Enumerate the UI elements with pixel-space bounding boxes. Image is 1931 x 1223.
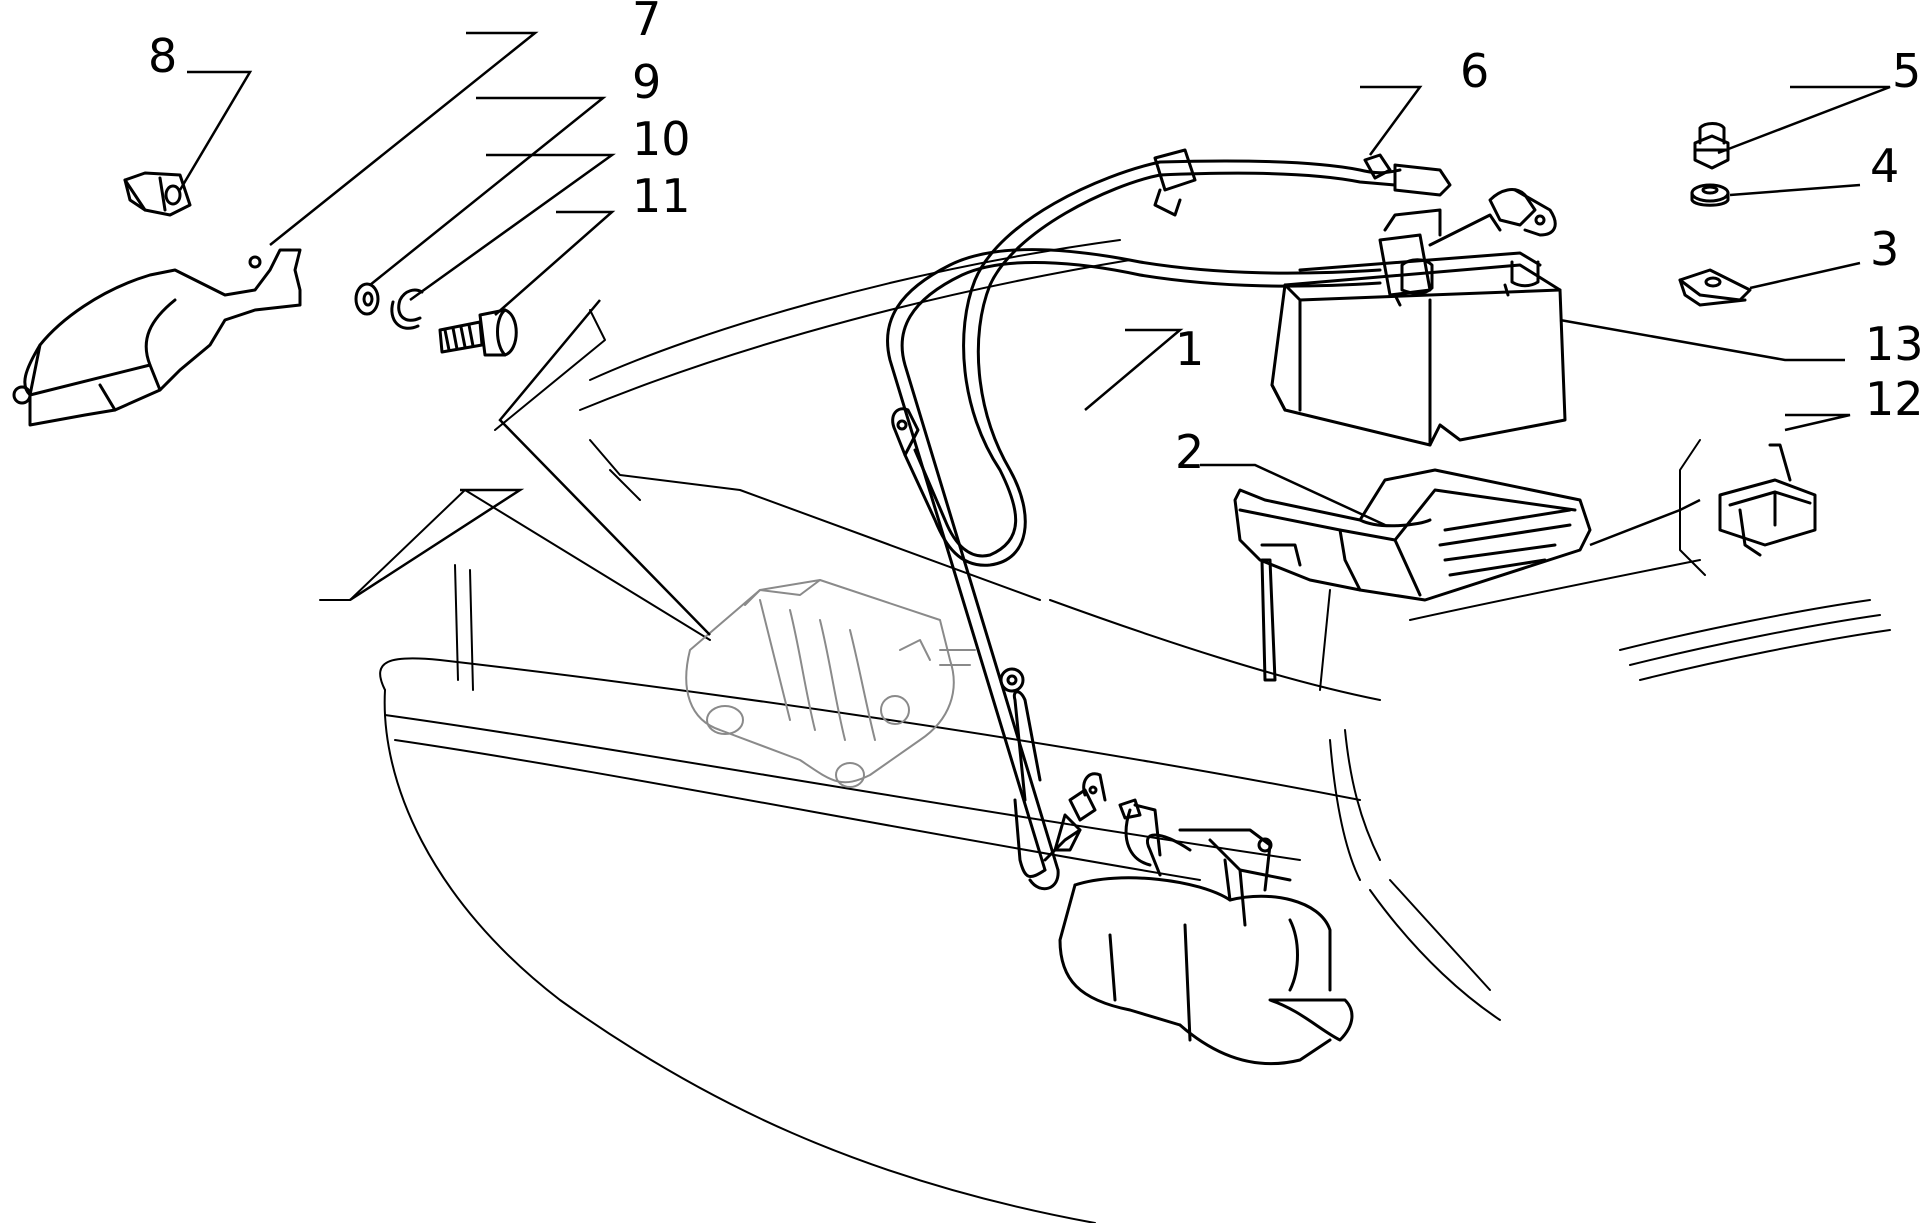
washer [1690, 183, 1730, 207]
cable-cover [12, 248, 302, 427]
callout-6: 6 [1460, 44, 1489, 98]
battery [1270, 251, 1567, 447]
battery-clamp [1678, 268, 1752, 307]
callout-labels: 1 2 3 4 5 6 7 8 9 10 11 12 13 [148, 0, 1924, 479]
battery-cables [886, 148, 1557, 891]
car-body-outline [319, 239, 1891, 1223]
callout-12: 12 [1865, 372, 1924, 426]
callout-4: 4 [1870, 139, 1899, 193]
flat-washer [354, 282, 380, 316]
callout-7: 7 [632, 0, 661, 46]
leader-lines [178, 31, 1891, 636]
bracket [1679, 439, 1817, 576]
callout-9: 9 [632, 55, 661, 109]
callout-5: 5 [1892, 44, 1921, 98]
clip [123, 171, 192, 217]
starter-motor [1058, 798, 1354, 1066]
battery-tray [1233, 468, 1592, 682]
alternator [685, 579, 976, 788]
callout-13: 13 [1865, 317, 1924, 371]
callout-3: 3 [1870, 222, 1899, 276]
bolt [438, 308, 518, 357]
callout-1: 1 [1175, 322, 1204, 376]
nut [1693, 122, 1730, 170]
callout-10: 10 [632, 112, 691, 166]
callout-8: 8 [148, 29, 177, 83]
spring-washer [390, 288, 424, 330]
callout-11: 11 [632, 169, 691, 223]
callout-2: 2 [1175, 425, 1204, 479]
